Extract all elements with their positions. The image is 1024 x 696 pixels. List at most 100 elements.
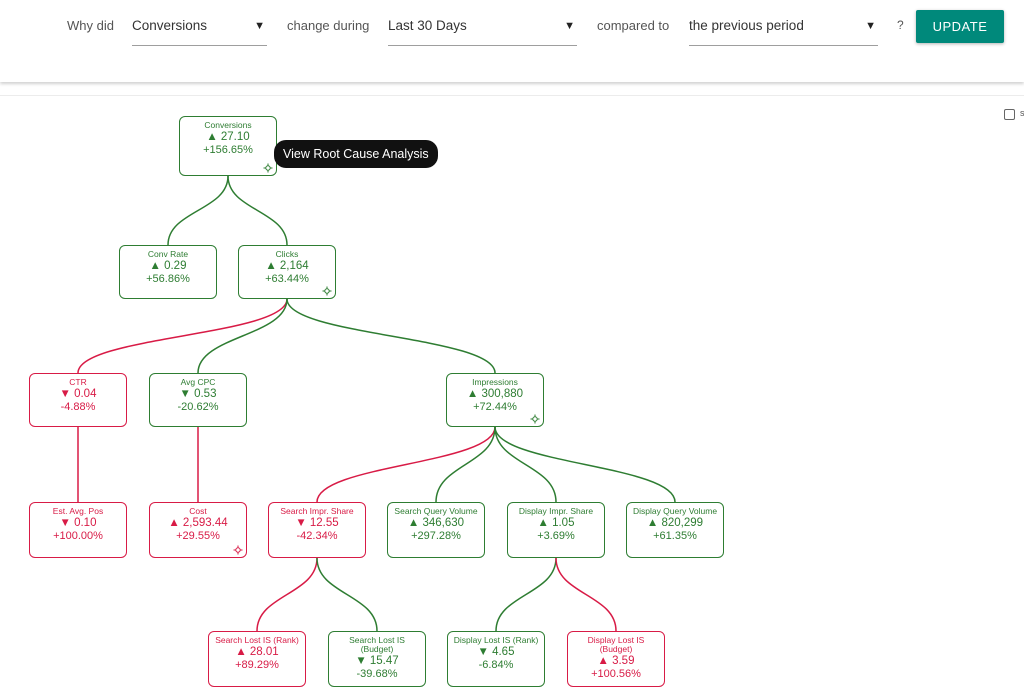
tree-link: [316, 557, 378, 632]
node-conversions[interactable]: Conversions▲ 27.10+156.65%: [179, 116, 277, 176]
comparison-select-value: the previous period: [689, 18, 804, 33]
root-cause-tree: Conversions▲ 27.10+156.65% Conv Rate▲ 0.2…: [0, 95, 1024, 695]
node-name: Display Lost IS (Budget): [587, 635, 645, 654]
node-change: ▲ 820,299: [646, 517, 704, 529]
node-percent: +100.56%: [591, 668, 641, 680]
node-percent: -6.84%: [478, 659, 514, 671]
node-change: ▲ 0.29: [149, 260, 187, 272]
node-display-impr-share[interactable]: Display Impr. Share▲ 1.05+3.69%: [507, 502, 605, 558]
root-cause-icon[interactable]: [530, 414, 540, 424]
node-percent: -39.68%: [356, 668, 398, 680]
node-percent: +100.00%: [53, 530, 103, 542]
node-name: Display Impr. Share: [518, 506, 594, 516]
node-name: Search Lost IS (Budget): [349, 635, 405, 654]
node-display-query-volume[interactable]: Display Query Volume▲ 820,299+61.35%: [626, 502, 724, 558]
tree-link: [286, 298, 496, 374]
why-did-label: Why did: [67, 18, 114, 33]
node-percent: -4.88%: [60, 401, 96, 413]
node-impressions[interactable]: Impressions▲ 300,880+72.44%: [446, 373, 544, 427]
root-cause-icon[interactable]: [322, 286, 332, 296]
change-during-label: change during: [287, 18, 370, 33]
node-name: Clicks: [275, 249, 299, 259]
tree-link: [77, 298, 288, 374]
period-select-value: Last 30 Days: [388, 18, 467, 33]
node-percent: +63.44%: [265, 273, 309, 285]
node-cost[interactable]: Cost▲ 2,593.44+29.55%: [149, 502, 247, 558]
node-name: Conv Rate: [147, 249, 189, 259]
node-name: Conversions: [204, 120, 252, 130]
node-percent: -20.62%: [177, 401, 219, 413]
node-change: ▲ 2,593.44: [168, 517, 228, 529]
node-percent: +297.28%: [411, 530, 461, 542]
node-change: ▲ 28.01: [235, 646, 279, 658]
tree-link: [167, 175, 229, 246]
node-avg-cpc[interactable]: Avg CPC▼ 0.53-20.62%: [149, 373, 247, 427]
node-search-impr-share[interactable]: Search Impr. Share▼ 12.55-42.34%: [268, 502, 366, 558]
tree-link: [435, 426, 496, 503]
metric-select-value: Conversions: [132, 18, 208, 33]
tree-link: [256, 557, 318, 632]
node-name: Display Lost IS (Rank): [453, 635, 539, 645]
node-display-lost-is-budget[interactable]: Display Lost IS (Budget)▲ 3.59+100.56%: [567, 631, 665, 687]
node-name: Search Lost IS (Rank): [215, 635, 299, 645]
node-search-query-volume[interactable]: Search Query Volume▲ 346,630+297.28%: [387, 502, 485, 558]
node-change: ▼ 12.55: [295, 517, 339, 529]
compared-to-label: compared to: [597, 18, 670, 33]
tree-links: [77, 175, 676, 632]
node-name: CTR: [69, 377, 87, 387]
dropdown-arrow-icon: ▼: [865, 20, 876, 32]
node-search-lost-is-rank[interactable]: Search Lost IS (Rank)▲ 28.01+89.29%: [208, 631, 306, 687]
tree-link: [227, 175, 288, 246]
node-est-avg-pos[interactable]: Est. Avg. Pos▼ 0.10+100.00%: [29, 502, 127, 558]
dropdown-arrow-icon: ▼: [564, 20, 575, 32]
node-change: ▼ 0.10: [59, 517, 97, 529]
root-cause-icon[interactable]: [233, 545, 243, 555]
node-percent: +89.29%: [235, 659, 279, 671]
node-search-lost-is-budget[interactable]: Search Lost IS (Budget)▼ 15.47-39.68%: [328, 631, 426, 687]
node-clicks[interactable]: Clicks▲ 2,164+63.44%: [238, 245, 336, 299]
node-name: Impressions: [472, 377, 518, 387]
node-percent: +61.35%: [653, 530, 697, 542]
query-toolbar: Why did Conversions ▼ change during Last…: [0, 0, 1024, 82]
comparison-select[interactable]: the previous period ▼: [689, 10, 878, 46]
options-checkbox[interactable]: [1004, 109, 1015, 120]
tree-link: [494, 426, 676, 503]
node-change: ▲ 2,164: [265, 260, 309, 272]
options-checkbox-label: s: [1020, 108, 1024, 118]
node-percent: +29.55%: [176, 530, 220, 542]
node-ctr[interactable]: CTR▼ 0.04-4.88%: [29, 373, 127, 427]
node-percent: +56.86%: [146, 273, 190, 285]
node-change: ▲ 27.10: [206, 131, 250, 143]
node-name: Search Impr. Share: [280, 506, 354, 516]
node-change: ▲ 3.59: [597, 655, 635, 667]
help-icon[interactable]: ?: [897, 18, 904, 32]
tree-link: [197, 298, 288, 374]
node-name: Est. Avg. Pos: [52, 506, 104, 516]
node-name: Avg CPC: [180, 377, 216, 387]
node-change: ▼ 0.04: [59, 388, 97, 400]
period-select[interactable]: Last 30 Days ▼: [388, 10, 577, 46]
node-percent: -42.34%: [296, 530, 338, 542]
node-percent: +72.44%: [473, 401, 517, 413]
node-name: Search Query Volume: [394, 506, 478, 516]
node-change: ▲ 346,630: [407, 517, 465, 529]
tree-link: [494, 426, 557, 503]
node-change: ▲ 1.05: [537, 517, 575, 529]
node-display-lost-is-rank[interactable]: Display Lost IS (Rank)▼ 4.65-6.84%: [447, 631, 545, 687]
node-change: ▼ 0.53: [179, 388, 217, 400]
update-button[interactable]: UPDATE: [916, 10, 1004, 43]
rca-tooltip: View Root Cause Analysis: [274, 140, 438, 168]
node-change: ▲ 300,880: [466, 388, 524, 400]
root-cause-icon[interactable]: [263, 163, 273, 173]
node-percent: +3.69%: [537, 530, 575, 542]
node-name: Display Query Volume: [632, 506, 718, 516]
tree-link: [316, 426, 496, 503]
node-change: ▼ 15.47: [355, 655, 399, 667]
node-name: Cost: [189, 506, 207, 516]
node-conv-rate[interactable]: Conv Rate▲ 0.29+56.86%: [119, 245, 217, 299]
metric-select[interactable]: Conversions ▼: [132, 10, 267, 46]
node-change: ▼ 4.65: [477, 646, 515, 658]
node-percent: +156.65%: [203, 144, 253, 156]
tree-link: [495, 557, 557, 632]
tree-link: [555, 557, 617, 632]
